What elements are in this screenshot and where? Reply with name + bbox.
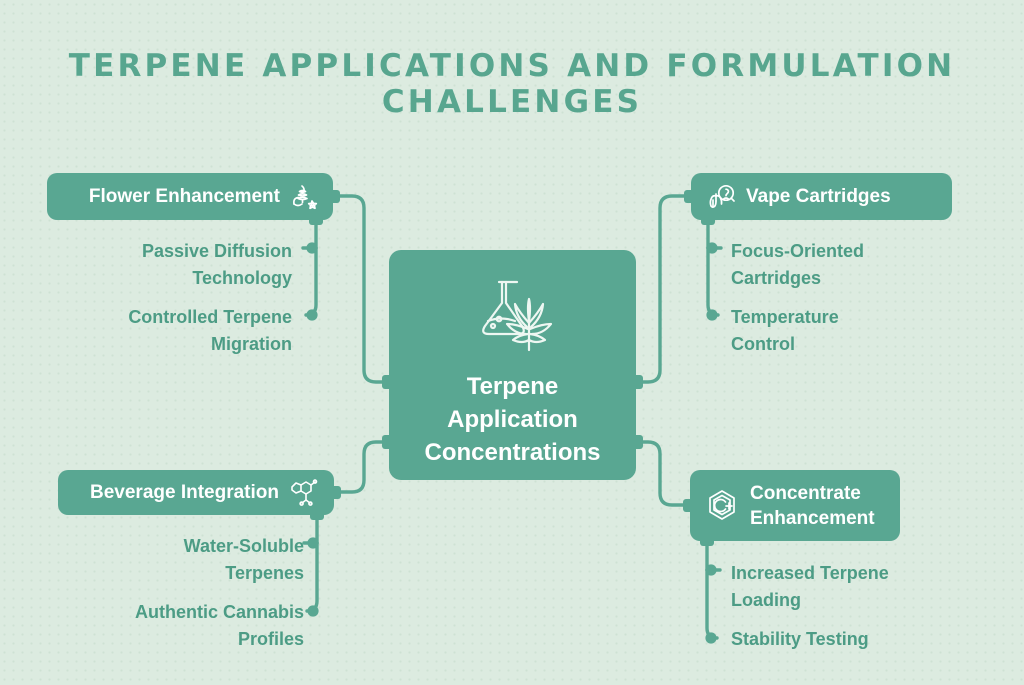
connector-vape-to-center [634,194,693,384]
sub-item-beverage-2: Authentic Cannabis Profiles [134,602,304,649]
flask-leaf-icon [481,280,552,352]
connector-vape-stem-2 [706,246,720,317]
sub-item-concentrate-1: Increased Terpene Loading [731,563,889,610]
branch-node-vape[interactable]: Vape Cartridges [691,173,952,220]
connector-beverage-to-center [332,440,391,494]
sub-item-vape-2: Temperature Control [731,307,839,354]
sub-item-beverage-1: Water-Soluble Terpenes [183,536,304,583]
center-node[interactable]: Terpene Application Concentrations [389,250,636,480]
bullet-vape-1 [706,242,718,254]
branch-label-vape: Vape Cartridges [746,186,891,207]
connector-flower-stem-2 [304,246,318,317]
bullet-flower-1 [306,242,318,254]
connector-conc-stem-2 [705,568,719,640]
bullet-concentrate-1 [705,564,717,576]
center-node-label: Terpene Application Concentrations [424,373,601,466]
connector-concentrate-to-center [634,440,692,507]
branch-label-concentrate: Concentrate Enhancement [750,482,875,529]
connector-bev-stem-2 [305,541,319,613]
lungs-inhale-icon [705,181,737,213]
sub-item-flower-2: Controlled Terpene Migration [128,307,292,354]
sub-item-flower-1: Passive Diffusion Technology [141,241,292,288]
branch-label-beverage: Beverage Integration [90,482,279,503]
branch-node-flower[interactable]: Flower Enhancement [47,173,333,220]
molecule-structure-icon [288,478,320,508]
bullet-beverage-1 [307,537,319,549]
hexagon-c-plus-icon [704,488,740,524]
branch-node-beverage[interactable]: Beverage Integration [58,470,334,515]
branch-label-flower: Flower Enhancement [88,186,280,207]
sub-item-concentrate-2: Stability Testing [731,629,869,649]
bullet-vape-2 [706,309,718,321]
cannabis-bud-flower-icon [289,182,319,212]
page-title: Terpene Applications and Formulation Cha… [68,48,956,120]
bullet-concentrate-2 [705,632,717,644]
branch-node-concentrate[interactable]: Concentrate Enhancement [690,470,900,541]
bullet-beverage-2 [307,605,319,617]
sub-item-vape-1: Focus-Oriented Cartridges [731,241,865,288]
connector-flower-to-center [331,194,391,384]
bullet-flower-2 [306,309,318,321]
